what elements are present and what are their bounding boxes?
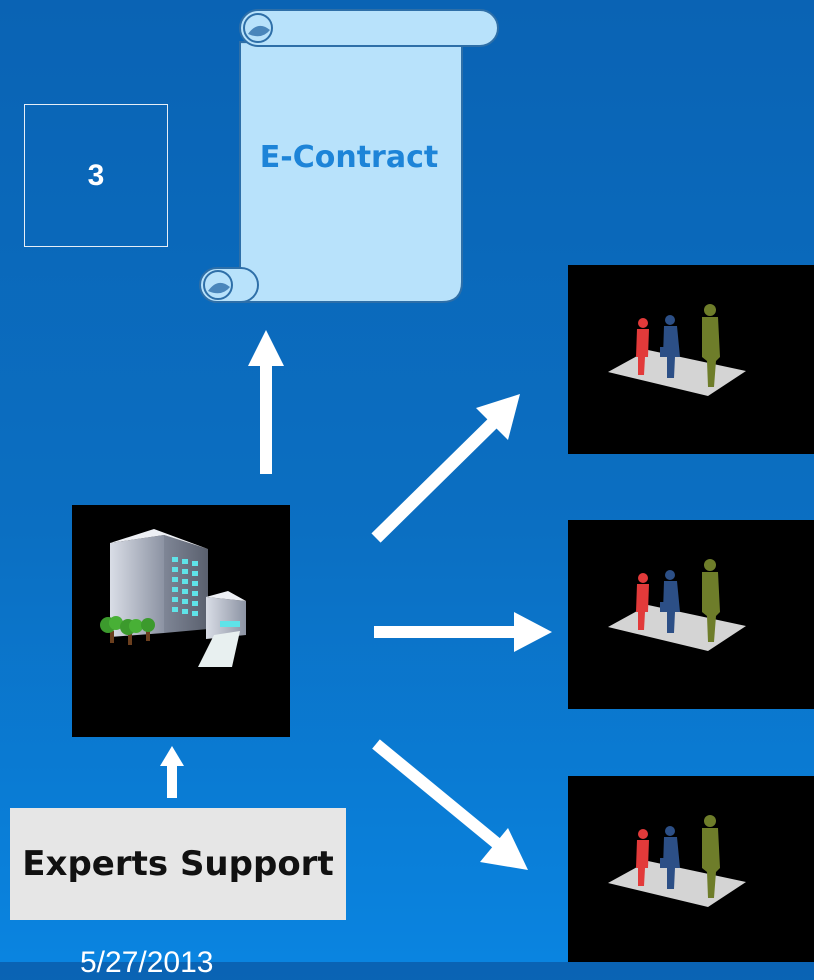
company-panel [72,505,290,737]
stakeholders-panel-middle [568,520,814,709]
stakeholders-panel-bottom [568,776,814,962]
people-group-icon [608,304,746,396]
step-number: 3 [87,158,105,192]
contract-scroll-icon [199,9,499,303]
people-group-icon [608,815,746,907]
footer-date: 5/27/2013 [80,946,214,979]
step-number-box: 3 [24,104,168,247]
stakeholders-panel-top [568,265,814,454]
arrow-to-middle-stakeholders [374,612,552,652]
office-building-icon [100,529,246,667]
people-group-icon [608,559,746,651]
arrow-up-to-contract [248,330,284,474]
experts-support-box: Experts Support [10,808,346,920]
contract-label: E-Contract [259,140,439,175]
arrow-to-top-stakeholders [371,394,520,543]
arrow-up-to-company [160,746,184,798]
experts-support-label: Experts Support [22,844,334,884]
arrow-to-bottom-stakeholders [372,739,528,870]
